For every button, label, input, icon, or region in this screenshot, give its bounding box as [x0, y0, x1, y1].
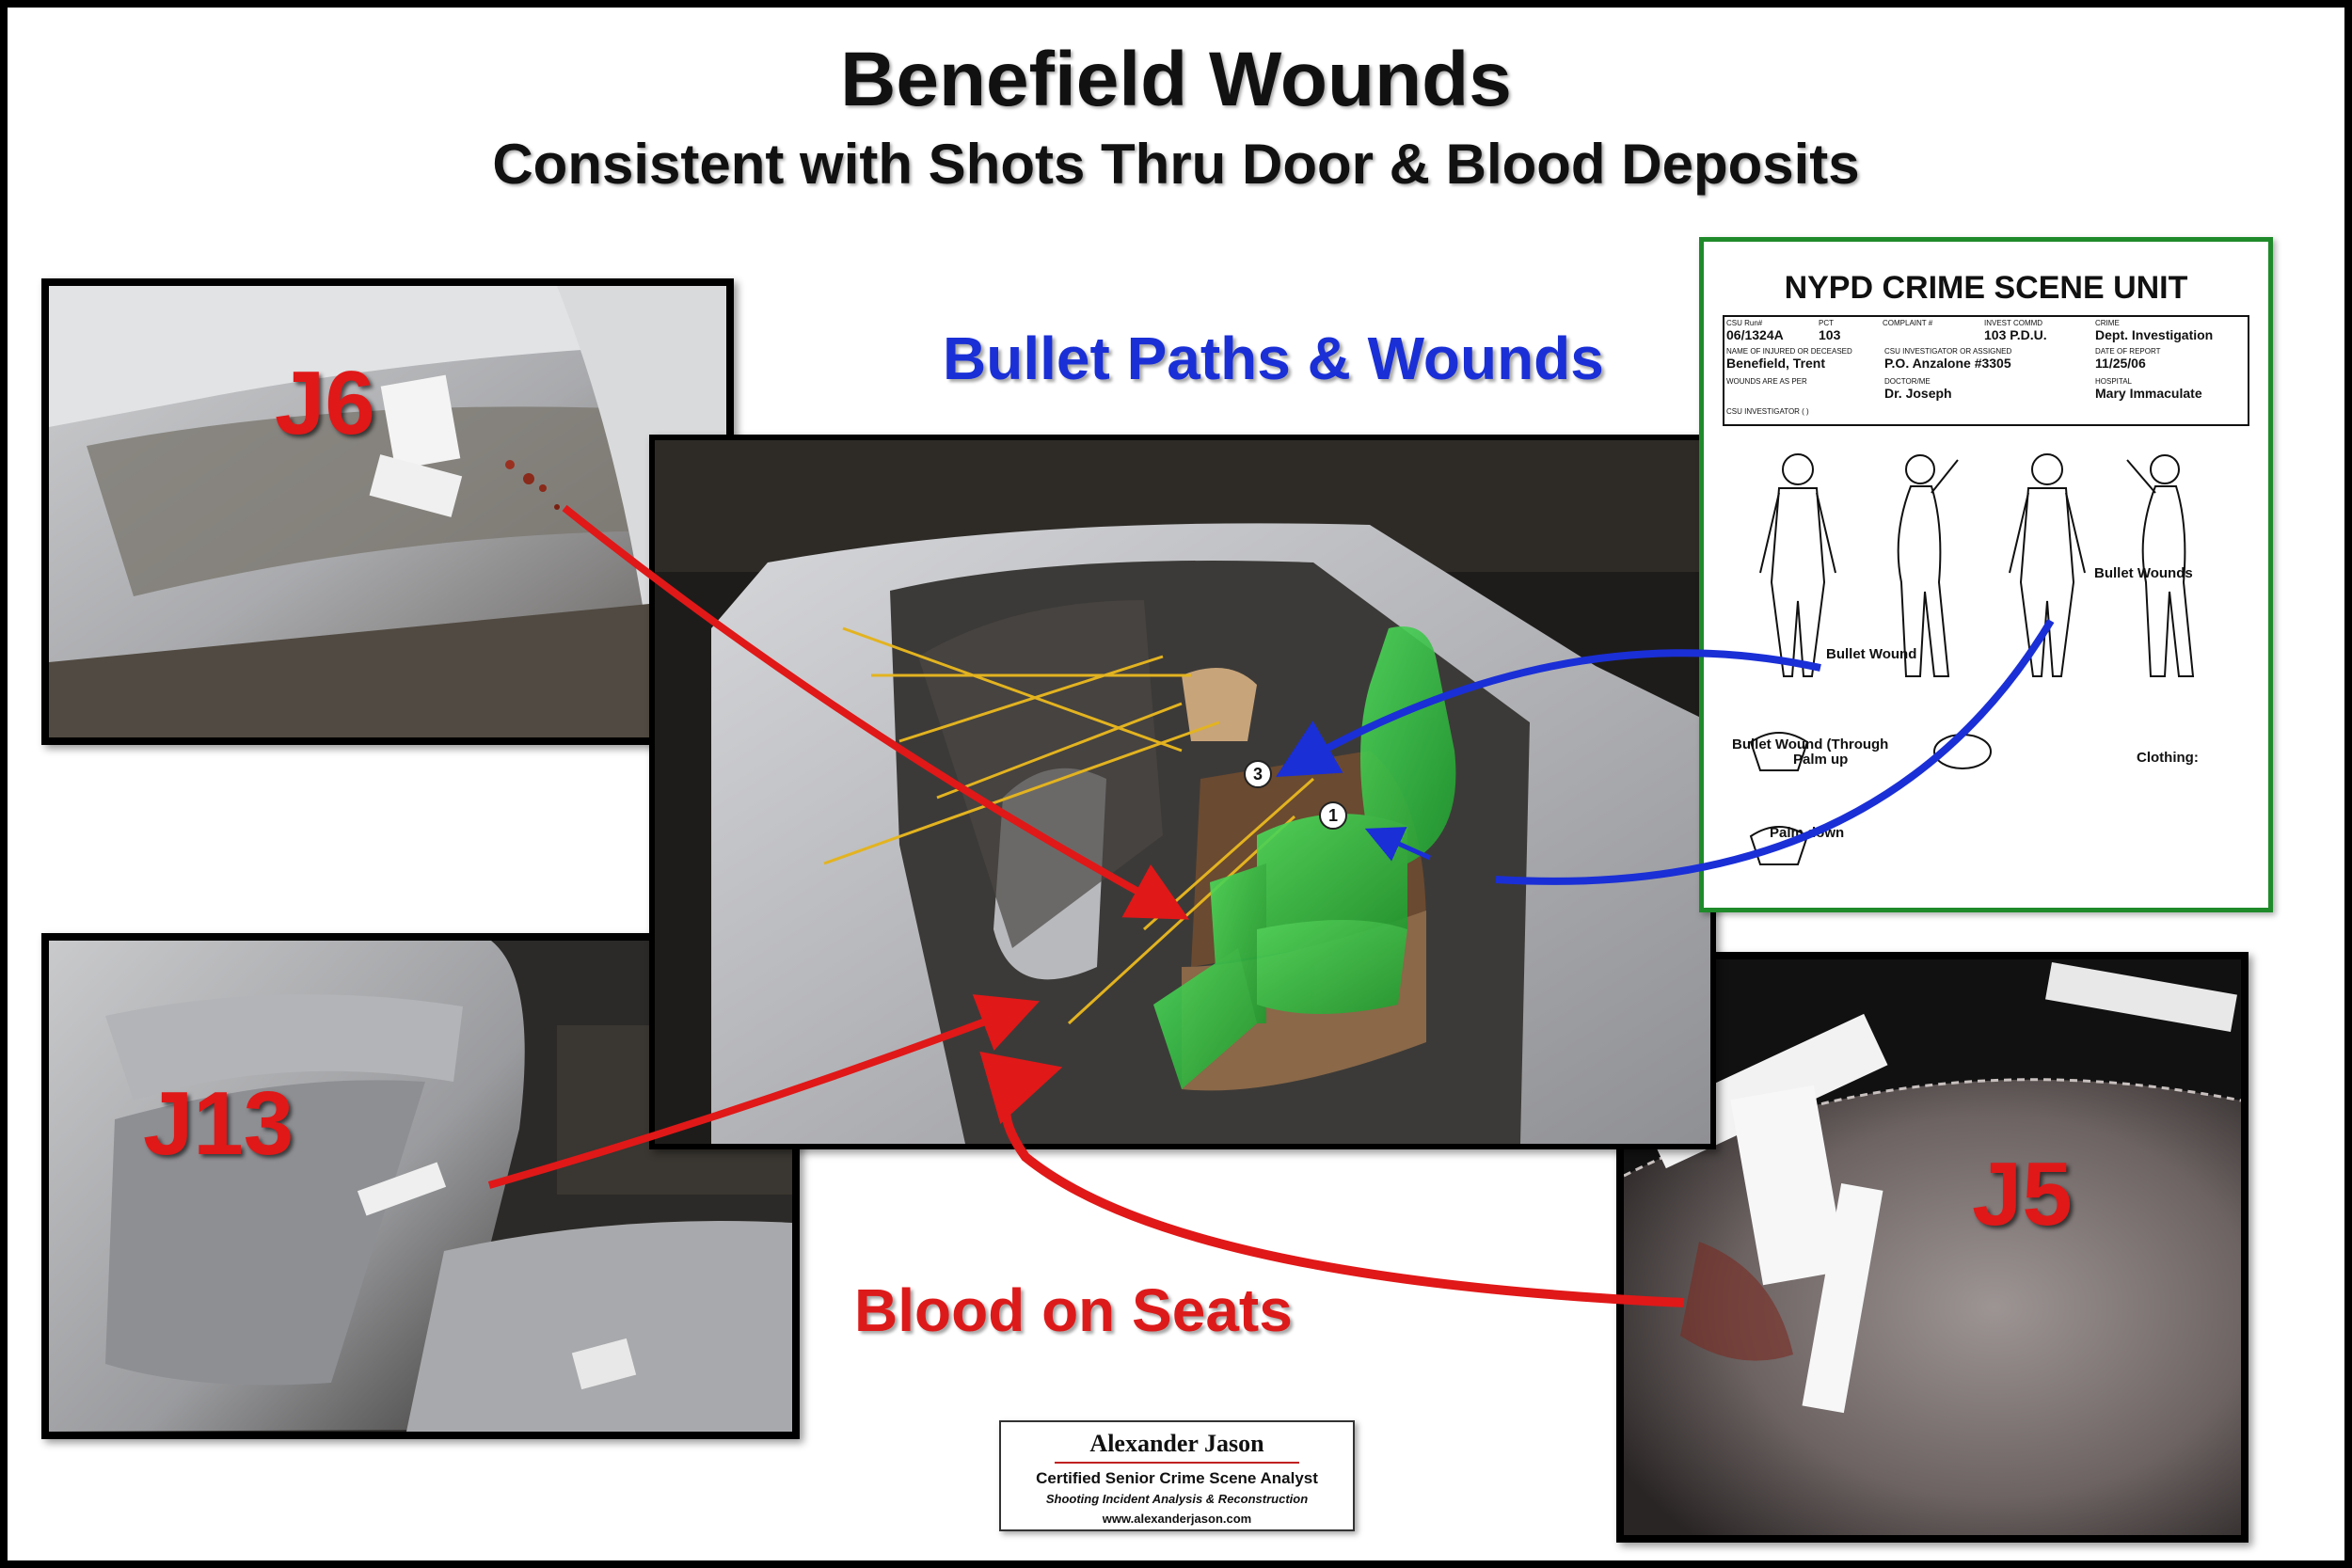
- label-j6: J6: [275, 353, 375, 453]
- wound-marker-3: 3: [1244, 760, 1272, 788]
- form-title: NYPD CRIME SCENE UNIT: [1784, 270, 2188, 306]
- form-cell: CSU Run#06/1324A: [1726, 319, 1784, 342]
- photo-j6: J6: [41, 278, 734, 745]
- note-bullet-wound: Bullet Wound: [1826, 646, 1917, 662]
- photo-j5: J5: [1616, 952, 2249, 1543]
- wound-marker-1: 1: [1319, 801, 1347, 830]
- slide-subtitle: Consistent with Shots Thru Door & Blood …: [492, 133, 1860, 196]
- heading-bullet-paths: Bullet Paths & Wounds: [943, 325, 1604, 392]
- analyst-website[interactable]: www.alexanderjason.com: [1102, 1512, 1252, 1526]
- note-bullet-wounds: Bullet Wounds: [2094, 565, 2193, 581]
- slide-title: Benefield Wounds: [840, 37, 1512, 122]
- note-bullet-wound-through: Bullet Wound (Through: [1732, 736, 1889, 752]
- arrow-j6-to-seat: [562, 504, 1190, 920]
- seat-image-j5: [1624, 959, 2241, 1535]
- label-j5: J5: [1972, 1144, 2073, 1244]
- note-clothing: Clothing:: [2137, 750, 2199, 766]
- label-j13: J13: [143, 1073, 294, 1174]
- analyst-badge: Alexander Jason Certified Senior Crime S…: [999, 1420, 1355, 1531]
- nypd-crime-scene-form: NYPD CRIME SCENE UNIT CSU Run#06/1324A P…: [1699, 237, 2273, 912]
- badge-divider: [1055, 1462, 1299, 1464]
- analyst-specialty: Shooting Incident Analysis & Reconstruct…: [1045, 1492, 1309, 1506]
- arrow-j13-to-seat: [487, 994, 1040, 1189]
- body-diagram: [1749, 453, 2195, 865]
- form-cell: WOUNDS ARE AS PER: [1726, 377, 1807, 386]
- arrow-to-wound-1: [1364, 827, 1432, 862]
- heading-blood-on-seats: Blood on Seats: [854, 1276, 1293, 1344]
- arrow-j5-to-seat: [979, 1052, 1685, 1307]
- seat-image-j6: [49, 286, 726, 737]
- arrow-form-to-wound-3: [1276, 649, 1821, 778]
- car-reconstruction-image: [655, 440, 1710, 1144]
- form-cell: COMPLAINT #: [1883, 319, 1933, 327]
- car-interior-photo: [649, 435, 1716, 1149]
- note-palm-up: Palm up: [1793, 752, 1849, 768]
- arrow-form-to-wound-1: [1495, 618, 2055, 885]
- analyst-role: Certified Senior Crime Scene Analyst: [1036, 1469, 1318, 1487]
- form-cell: CSU INVESTIGATOR ( ): [1726, 407, 1809, 416]
- analyst-name: Alexander Jason: [1089, 1430, 1264, 1457]
